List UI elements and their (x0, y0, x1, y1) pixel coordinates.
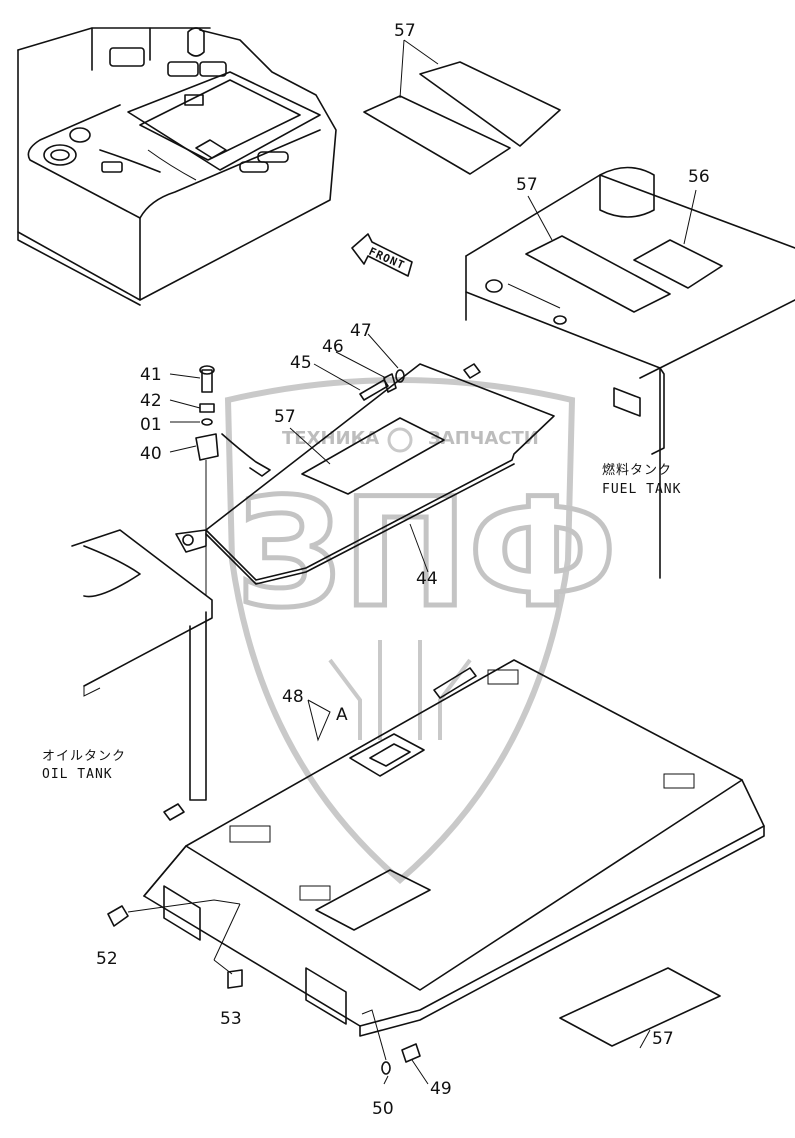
part-label-01: 01 (140, 415, 162, 435)
fuel-tank (465, 166, 795, 579)
part-label-57-bottom: 57 (652, 1029, 674, 1049)
bolt-stack (169, 365, 271, 596)
oil-tank (71, 529, 213, 821)
part-label-57-top: 57 (394, 21, 416, 41)
part-label-40: 40 (140, 444, 162, 464)
label-sheet-57-top (363, 39, 561, 175)
oil-tank-en-label: OIL TANK (42, 767, 113, 782)
fuel-tank-jp-label: 燃料タンク (602, 462, 672, 478)
part-label-52: 52 (96, 949, 118, 969)
hood-fasteners (107, 899, 429, 1085)
label-sheet-57-bottom (559, 967, 721, 1049)
part-label-41: 41 (140, 365, 162, 385)
watermark-big-text: ЗПФ (236, 467, 617, 641)
hood-cover-48 (143, 659, 765, 1037)
part-label-56: 56 (688, 167, 710, 187)
watermark-text-right: ЗАПЧАСТИ (428, 428, 539, 449)
watermark-logo: ТЕХНИКА ЗАПЧАСТИ ЗПФ (224, 377, 619, 884)
front-arrow: FRONT (351, 233, 413, 277)
fuel-tank-en-label: FUEL TANK (602, 482, 681, 497)
part-label-46: 46 (322, 337, 344, 357)
part-label-44: 44 (416, 569, 438, 589)
part-label-49: 49 (430, 1079, 452, 1099)
top-left-tank-assembly (17, 27, 337, 306)
part-label-47: 47 (350, 321, 372, 341)
part-label-57-tank: 57 (516, 175, 538, 195)
part-label-48: 48 (282, 687, 304, 707)
part-label-53: 53 (220, 1009, 242, 1029)
oil-tank-jp-label: オイルタンク (42, 749, 126, 764)
part-label-A: A (336, 705, 348, 725)
part-label-50: 50 (372, 1099, 394, 1119)
part-label-42: 42 (140, 391, 162, 411)
part-label-57-plate: 57 (274, 407, 296, 427)
part-label-45: 45 (290, 353, 312, 373)
